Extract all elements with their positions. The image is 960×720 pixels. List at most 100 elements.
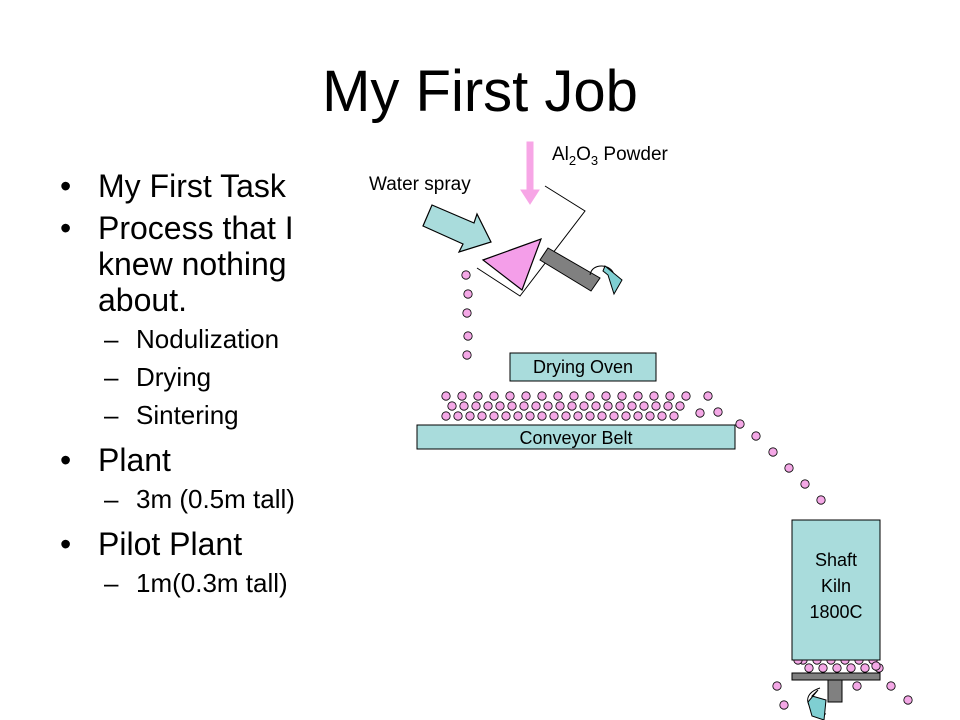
powder-label: Al2O3 Powder <box>552 144 669 168</box>
pellet <box>633 411 643 421</box>
pellet <box>649 391 659 401</box>
pellet <box>779 700 789 710</box>
pellet <box>768 447 778 457</box>
pellet <box>441 411 451 421</box>
dash-glyph: – <box>104 568 119 598</box>
pellet <box>463 289 473 299</box>
pellet <box>507 401 517 411</box>
pellet <box>521 391 531 401</box>
nodulizer-pan <box>476 185 601 297</box>
dash-glyph: – <box>104 362 119 392</box>
sub-item-drying: –Drying <box>56 362 366 392</box>
pellet <box>601 391 611 401</box>
bullet-text: Plant <box>98 442 171 478</box>
drying-oven-box <box>509 352 657 382</box>
pellet <box>617 391 627 401</box>
sub-text: Nodulization <box>136 324 280 354</box>
pellet <box>846 663 856 673</box>
pellet <box>462 308 472 318</box>
pellet <box>615 401 625 411</box>
pellet <box>537 411 547 421</box>
pellet <box>591 401 601 411</box>
pellet <box>489 391 499 401</box>
pellet <box>800 479 810 489</box>
pellet <box>537 391 547 401</box>
pellet <box>695 408 705 418</box>
pellet <box>555 401 565 411</box>
pellet <box>441 391 451 401</box>
pellet <box>751 431 761 441</box>
kiln-label-line2: Kiln <box>821 576 851 596</box>
pellet <box>621 411 631 421</box>
pellet <box>579 401 589 411</box>
pellet <box>657 411 667 421</box>
drying-oven-label: Drying Oven <box>533 357 633 377</box>
pellet <box>585 411 595 421</box>
pellet <box>627 401 637 411</box>
bullet-text: Pilot Plant <box>98 526 243 562</box>
pellet <box>457 391 467 401</box>
dash-glyph: – <box>104 324 119 354</box>
pellet <box>772 681 782 691</box>
pellet <box>609 411 619 421</box>
pellet <box>663 401 673 411</box>
pellet <box>489 411 499 421</box>
kiln-label-line3: 1800C <box>809 602 862 622</box>
dash-glyph: – <box>104 484 119 514</box>
kiln-label-line1: Shaft <box>815 550 857 570</box>
pellet <box>703 391 713 401</box>
sub-text: 1m(0.3m tall) <box>136 568 288 598</box>
bullet-list: •My First Task •Process that I knew noth… <box>56 168 366 606</box>
pellet <box>501 411 511 421</box>
pellet <box>543 401 553 411</box>
sub-item-sintering: –Sintering <box>56 400 366 430</box>
bullet-item-process: •Process that I knew nothing about. <box>56 210 366 318</box>
bullet-glyph: • <box>60 442 72 478</box>
pellet <box>639 401 649 411</box>
pellet <box>567 401 577 411</box>
pellet <box>860 663 870 673</box>
pellet <box>818 663 828 673</box>
pellet <box>871 661 881 671</box>
slide-title: My First Job <box>322 59 638 124</box>
rotation-arrow-icon <box>589 265 623 296</box>
pellet-group <box>441 270 913 710</box>
pellet <box>804 663 814 673</box>
pellet <box>473 391 483 401</box>
pellet <box>665 391 675 401</box>
pellet <box>645 411 655 421</box>
pellet <box>713 407 723 417</box>
pellet <box>477 411 487 421</box>
sub-text: Sintering <box>136 400 239 430</box>
sub-text: Drying <box>136 362 212 392</box>
pellet <box>886 681 896 691</box>
bullet-glyph: • <box>60 168 72 204</box>
bullet-item-pilot: •Pilot Plant <box>56 526 366 562</box>
pellet <box>597 411 607 421</box>
bullet-glyph: • <box>60 210 72 246</box>
pellet <box>462 350 472 360</box>
pellet <box>603 401 613 411</box>
pellet <box>459 401 469 411</box>
sub-item-pilot-size: –1m(0.3m tall) <box>56 568 366 598</box>
water-spray-arrow-icon <box>422 204 492 253</box>
pellet <box>573 411 583 421</box>
kiln-rotation-arrow-icon <box>807 687 827 720</box>
sub-item-plant-size: –3m (0.5m tall) <box>56 484 366 514</box>
kiln-discharge-shaft <box>827 679 843 703</box>
pellet <box>471 401 481 411</box>
pellet <box>495 401 505 411</box>
pellet <box>681 391 691 401</box>
sub-text: 3m (0.5m tall) <box>136 484 295 514</box>
pellet <box>553 391 563 401</box>
dash-glyph: – <box>104 400 119 430</box>
pellet <box>569 391 579 401</box>
pellet <box>675 401 685 411</box>
powder-arrow-icon <box>520 141 540 205</box>
pellet <box>784 463 794 473</box>
pellet <box>447 401 457 411</box>
pellet <box>483 401 493 411</box>
pellet <box>633 391 643 401</box>
pellet <box>453 411 463 421</box>
